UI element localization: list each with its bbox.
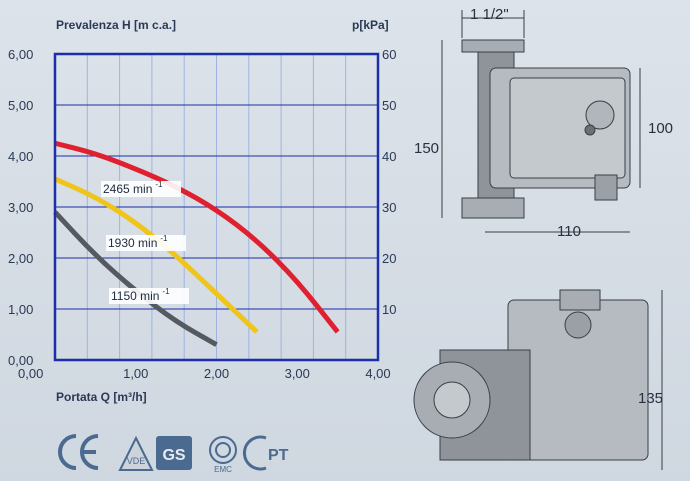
x-tick-label: 3,00 <box>285 366 310 381</box>
certifications: VDE GS EMC PT <box>56 430 356 475</box>
pct-mark-icon: PT <box>243 435 289 471</box>
curve-label-exponent: -1 <box>160 234 168 243</box>
dimension-lines <box>441 10 663 470</box>
chart-series <box>53 140 340 347</box>
pump-technical-drawing <box>413 10 663 470</box>
chart-ticks: 0,00 1,00 2,00 3,00 4,00 5,00 6,00 10 20 30 40 50 60… <box>8 47 396 381</box>
vde-icon: VDE <box>118 435 154 471</box>
y2-tick-label: 10 <box>382 302 396 317</box>
y-tick-label: 3,00 <box>8 200 33 215</box>
y-tick-label: 2,00 <box>8 251 33 266</box>
curve-label-speed: 2465 min <box>103 182 152 196</box>
y2-tick-label: 30 <box>382 200 396 215</box>
y2-axis-title: p[kPa] <box>352 18 389 32</box>
series-line-0 <box>54 140 340 334</box>
dim-pipe-label: 1 1/2" <box>470 6 509 23</box>
curve-label: 1930 min-1 <box>108 234 168 250</box>
curve-label-bg <box>109 288 189 304</box>
svg-text:PT: PT <box>268 447 289 464</box>
curve-label-speed: 1930 min <box>108 236 157 250</box>
svg-text:EMC: EMC <box>214 465 232 474</box>
ce-mark-icon <box>58 434 99 470</box>
gs-mark-icon: GS <box>156 436 192 470</box>
y-axis-title: Prevalenza H [m c.a.] <box>56 18 177 32</box>
dim-width-label: 110 <box>557 223 581 240</box>
series-line-2 <box>53 210 218 347</box>
y-tick-label: 4,00 <box>8 149 33 164</box>
curve-label: 2465 min-1 <box>103 180 163 196</box>
x-axis-title: Portata Q [m³/h] <box>56 390 147 404</box>
svg-text:VDE: VDE <box>127 456 146 466</box>
curve-label-speed: 1150 min <box>111 289 159 303</box>
dim-side-label: 135 <box>638 390 664 407</box>
x-tick-label: 0,00 <box>18 366 43 381</box>
curve-label: 1150 min-1 <box>111 287 170 303</box>
y2-tick-label: 50 <box>382 98 396 113</box>
x-tick-label: 4,00 <box>365 366 390 381</box>
y2-tick-label: 20 <box>382 251 396 266</box>
svg-text:GS: GS <box>162 447 185 464</box>
curve-label-exponent: -1 <box>162 287 170 296</box>
dim-height-label: 150 <box>414 140 440 157</box>
y2-tick-label: 40 <box>382 149 396 164</box>
y-tick-label: 0,00 <box>8 353 33 368</box>
vde-emc-icon: EMC <box>209 436 237 474</box>
chart-grid <box>55 54 378 360</box>
x-tick-label: 1,00 <box>123 366 148 381</box>
y-tick-label: 6,00 <box>8 47 33 62</box>
x-tick-label: 2,00 <box>204 366 229 381</box>
y2-tick-label: 60 <box>382 47 396 62</box>
dim-body-label: 100 <box>648 120 674 137</box>
plot-frame <box>53 52 380 362</box>
curve-label-bg <box>101 181 181 197</box>
curve-label-bg <box>106 235 186 251</box>
y-tick-label: 5,00 <box>8 98 33 113</box>
pump-side-view <box>413 289 649 461</box>
pump-front-view <box>461 39 631 219</box>
curve-label-exponent: -1 <box>155 180 163 189</box>
y-tick-label: 1,00 <box>8 302 33 317</box>
